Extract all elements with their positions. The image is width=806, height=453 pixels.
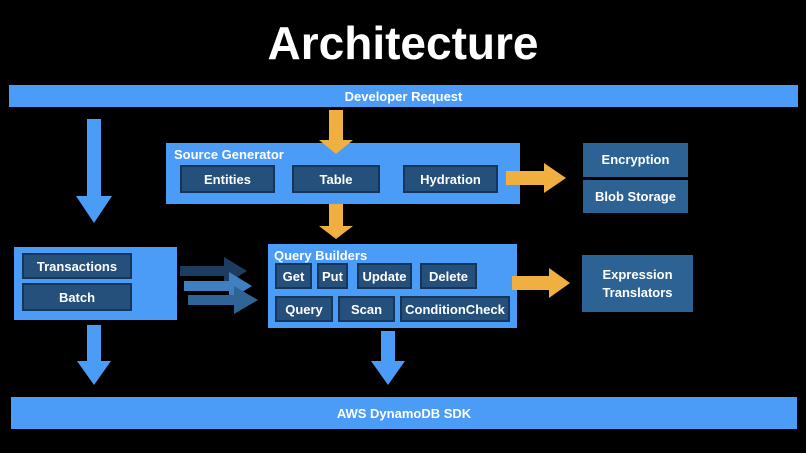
entities-box: Entities bbox=[180, 165, 275, 193]
expression-translators-line1: Expression bbox=[602, 266, 673, 282]
blob-storage-box: Blob Storage bbox=[583, 180, 688, 213]
get-box: Get bbox=[275, 263, 312, 289]
scan-label: Scan bbox=[350, 301, 383, 317]
blob-storage-label: Blob Storage bbox=[595, 188, 676, 204]
batch-label: Batch bbox=[58, 289, 96, 305]
delete-box: Delete bbox=[420, 263, 477, 289]
encryption-box: Encryption bbox=[583, 143, 688, 177]
source-generator-label: Source Generator bbox=[174, 147, 284, 162]
arrow-querybuilders-to-expression-icon bbox=[512, 268, 570, 298]
arrow-querybuilders-to-sdk-icon bbox=[371, 331, 405, 385]
put-box: Put bbox=[317, 263, 348, 289]
batch-box: Batch bbox=[22, 283, 132, 311]
transactions-box: Transactions bbox=[22, 253, 132, 279]
query-builders-label: Query Builders bbox=[274, 248, 368, 263]
hydration-label: Hydration bbox=[420, 171, 481, 187]
arrow-clientops-to-sdk-icon bbox=[77, 325, 111, 385]
delete-label: Delete bbox=[428, 268, 469, 284]
slide-title: Architecture bbox=[267, 17, 539, 69]
conditioncheck-label: ConditionCheck bbox=[405, 301, 505, 317]
conditioncheck-box: ConditionCheck bbox=[400, 296, 510, 322]
aws-dynamodb-sdk-bar: AWS DynamoDB SDK bbox=[11, 397, 797, 429]
arrow-ops-to-builders-2-icon bbox=[184, 272, 252, 300]
client-operations-container: Transactions Batch bbox=[14, 247, 177, 320]
transactions-label: Transactions bbox=[36, 258, 118, 274]
entities-label: Entities bbox=[204, 171, 251, 187]
expression-translators-line2: Translators bbox=[602, 284, 673, 300]
arrow-ops-to-builders-1-icon bbox=[180, 257, 247, 285]
arrow-ops-to-builders-3-icon bbox=[188, 286, 258, 314]
table-box: Table bbox=[292, 165, 380, 193]
encryption-label: Encryption bbox=[601, 152, 670, 168]
developer-request-label: Developer Request bbox=[344, 88, 463, 104]
source-generator-container: Source Generator Entities Table Hydratio… bbox=[166, 143, 520, 204]
aws-dynamodb-sdk-label: AWS DynamoDB SDK bbox=[336, 405, 472, 421]
scan-box: Scan bbox=[338, 296, 395, 322]
hydration-box: Hydration bbox=[403, 165, 498, 193]
arrow-table-to-querybuilders-icon bbox=[319, 204, 353, 239]
arrow-request-to-clientops-icon bbox=[76, 119, 112, 223]
update-label: Update bbox=[362, 268, 407, 284]
update-box: Update bbox=[357, 263, 412, 289]
developer-request-bar: Developer Request bbox=[9, 85, 798, 107]
query-builders-container: Query Builders Get Put Update Delete Que… bbox=[268, 244, 517, 328]
get-label: Get bbox=[282, 268, 305, 284]
table-label: Table bbox=[319, 171, 353, 187]
expression-translators-box: Expression Translators bbox=[582, 255, 693, 312]
query-box: Query bbox=[275, 296, 333, 322]
query-label: Query bbox=[285, 301, 323, 317]
put-label: Put bbox=[322, 268, 343, 284]
